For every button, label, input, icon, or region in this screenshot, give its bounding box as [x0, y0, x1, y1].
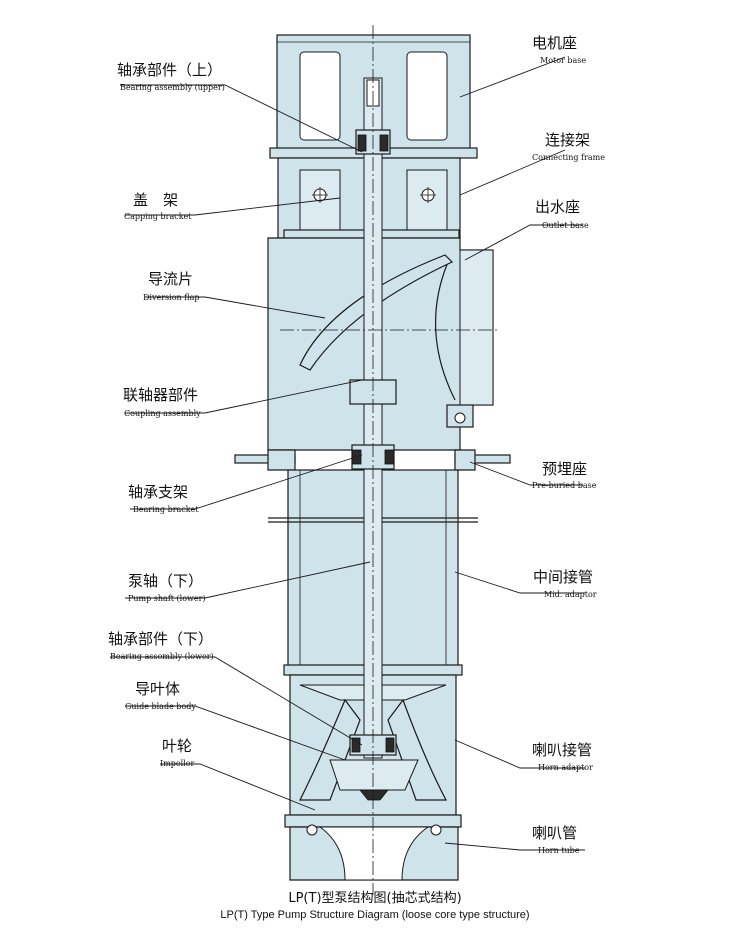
svg-text:Motor base: Motor base — [540, 56, 586, 65]
svg-text:出水座: 出水座 — [535, 198, 580, 216]
svg-text:中间接管: 中间接管 — [533, 568, 593, 586]
svg-text:Bearing assembly (lower): Bearing assembly (lower) — [110, 652, 214, 661]
svg-text:Capping bracket: Capping bracket — [124, 212, 192, 221]
svg-text:轴承支架: 轴承支架 — [128, 483, 188, 501]
svg-text:Bearing bracket: Bearing bracket — [133, 505, 199, 514]
svg-text:Coupling assembly: Coupling assembly — [124, 409, 201, 418]
svg-text:轴承部件（上）: 轴承部件（上） — [117, 61, 222, 79]
horn-tube — [284, 814, 462, 881]
label-connecting-frame: 连接架 Connecting frame — [532, 131, 605, 162]
label-impeller: 叶轮 Impeller — [160, 737, 194, 768]
label-guide-blade-body: 导叶体 Guide blade body — [125, 680, 196, 711]
svg-text:Horn adaptor: Horn adaptor — [538, 763, 593, 772]
label-horn-adaptor: 喇叭接管 Horn adaptor — [532, 741, 593, 772]
label-capping-bracket: 盖 架 Capping bracket — [124, 191, 192, 221]
svg-text:Guide blade body: Guide blade body — [125, 702, 196, 711]
svg-text:喇叭管: 喇叭管 — [532, 824, 577, 842]
svg-text:导流片: 导流片 — [148, 270, 193, 288]
label-bearing-bracket: 轴承支架 Bearing bracket — [128, 483, 199, 514]
label-pump-shaft-lower: 泵轴（下） Pump shaft (lower) — [128, 572, 206, 603]
svg-text:连接架: 连接架 — [545, 131, 590, 149]
svg-text:喇叭接管: 喇叭接管 — [532, 741, 592, 759]
caption-zh: LP(T)型泵结构图(抽芯式结构) — [288, 891, 461, 906]
label-mid-adaptor: 中间接管 Mid. adaptor — [533, 568, 597, 599]
svg-text:Connecting frame: Connecting frame — [532, 153, 605, 162]
label-bearing-upper: 轴承部件（上） Bearing assembly (upper) — [117, 61, 225, 92]
svg-text:电机座: 电机座 — [532, 34, 577, 52]
pre-buried-base — [234, 449, 511, 471]
pump-shaft — [349, 77, 397, 759]
svg-text:轴承部件（下）: 轴承部件（下） — [108, 630, 213, 648]
svg-text:Bearing assembly (upper): Bearing assembly (upper) — [120, 83, 225, 92]
svg-text:泵轴（下）: 泵轴（下） — [128, 572, 203, 590]
svg-text:Pre-buried base: Pre-buried base — [532, 481, 597, 490]
label-outlet-base: 出水座 Outlet base — [535, 198, 589, 230]
svg-text:Outlet base: Outlet base — [542, 221, 589, 230]
label-diversion-flap: 导流片 Diversion flap — [143, 270, 199, 302]
svg-text:叶轮: 叶轮 — [162, 737, 192, 755]
svg-text:盖 架: 盖 架 — [133, 191, 178, 209]
svg-text:Diversion flap: Diversion flap — [143, 293, 199, 302]
svg-text:联轴器部件: 联轴器部件 — [123, 386, 198, 404]
svg-text:Pump shaft (lower): Pump shaft (lower) — [128, 594, 206, 603]
svg-text:导叶体: 导叶体 — [135, 680, 180, 698]
svg-text:预埋座: 预埋座 — [542, 460, 587, 478]
label-bearing-lower: 轴承部件（下） Bearing assembly (lower) — [108, 630, 214, 661]
leader-lines — [110, 56, 585, 851]
label-horn-tube: 喇叭管 Horn tube — [532, 824, 580, 855]
svg-text:Impeller: Impeller — [160, 759, 194, 768]
label-motor-base: 电机座 Motor base — [532, 34, 586, 65]
label-coupling-assembly: 联轴器部件 Coupling assembly — [123, 386, 201, 418]
label-pre-buried-base: 预埋座 Pre-buried base — [532, 460, 597, 490]
caption-en: LP(T) Type Pump Structure Diagram (loose… — [220, 909, 529, 921]
svg-text:Mid. adaptor: Mid. adaptor — [544, 590, 597, 599]
svg-text:Horn tube: Horn tube — [538, 846, 580, 855]
